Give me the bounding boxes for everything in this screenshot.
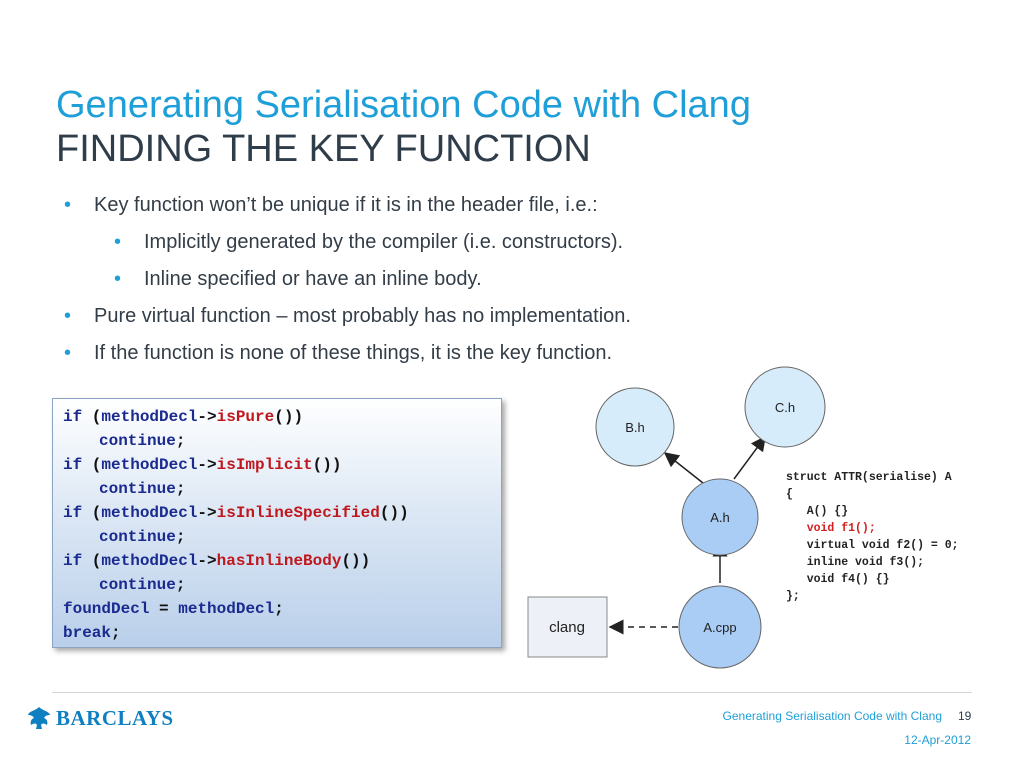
highlighted-line: void f1(); xyxy=(786,522,876,535)
svg-text:virtual void f2() = 0;: virtual void f2() = 0; xyxy=(786,539,959,552)
svg-text:void f4() {}: void f4() {} xyxy=(786,573,890,586)
node-ah: A.h xyxy=(681,478,759,556)
node-clang: clang xyxy=(527,596,608,658)
bullet-item: Key function won’t be unique if it is in… xyxy=(58,190,631,227)
bullet-item: If the function is none of these things,… xyxy=(58,338,631,375)
edge-ah-ch xyxy=(733,435,766,480)
node-acpp: A.cpp xyxy=(678,585,762,669)
bullet-list: Key function won’t be unique if it is in… xyxy=(58,190,631,375)
code-line: if (methodDecl->hasInlineBody()) xyxy=(63,552,371,570)
code-block: if (methodDecl->isPure()) continue; if (… xyxy=(52,398,502,648)
code-line: if (methodDecl->isPure()) xyxy=(63,408,304,426)
slide-title: Generating Serialisation Code with Clang xyxy=(56,84,751,126)
struct-code: struct ATTR(serialise) A { A() {} void f… xyxy=(786,471,959,603)
code-line: continue; xyxy=(99,576,186,594)
bullet-item: Pure virtual function – most probably ha… xyxy=(58,301,631,338)
sub-bullet-item: Inline specified or have an inline body. xyxy=(58,264,631,301)
node-bh: B.h xyxy=(595,387,675,467)
code-line: continue; xyxy=(99,528,186,546)
svg-text:{: { xyxy=(786,488,793,501)
svg-text:A.h: A.h xyxy=(710,510,730,525)
code-line: break; xyxy=(63,624,121,642)
svg-text:};: }; xyxy=(786,590,800,603)
logo-text: BARCLAYS xyxy=(56,705,174,730)
edge-ah-bh xyxy=(663,452,704,484)
code-line: continue; xyxy=(99,432,186,450)
svg-text:clang: clang xyxy=(549,619,585,636)
svg-text:inline void f3();: inline void f3(); xyxy=(786,556,924,569)
svg-text:A.cpp: A.cpp xyxy=(703,620,736,635)
svg-text:struct ATTR(serialise) A: struct ATTR(serialise) A xyxy=(786,471,952,484)
footer-title: Generating Serialisation Code with Clang xyxy=(722,709,942,723)
code-line: foundDecl = methodDecl; xyxy=(63,600,284,618)
sub-bullet-item: Implicitly generated by the compiler (i.… xyxy=(58,227,631,264)
page-number: 19 xyxy=(958,709,972,723)
code-line: if (methodDecl->isImplicit()) xyxy=(63,456,342,474)
footer-divider xyxy=(52,692,972,693)
footer-date: 12-Apr-2012 xyxy=(904,733,971,747)
barclays-logo: BARCLAYS xyxy=(26,705,174,731)
dependency-diagram: B.h C.h A.h A.cpp clang struct ATTR(seri… xyxy=(527,366,959,669)
eagle-icon xyxy=(28,707,50,729)
svg-text:A() {}: A() {} xyxy=(786,505,848,518)
svg-text:C.h: C.h xyxy=(775,400,795,415)
svg-text:B.h: B.h xyxy=(625,420,645,435)
slide-subtitle: FINDING THE KEY FUNCTION xyxy=(56,128,591,170)
node-ch: C.h xyxy=(744,366,826,448)
code-line: continue; xyxy=(99,480,186,498)
code-line: if (methodDecl->isInlineSpecified()) xyxy=(63,504,409,522)
